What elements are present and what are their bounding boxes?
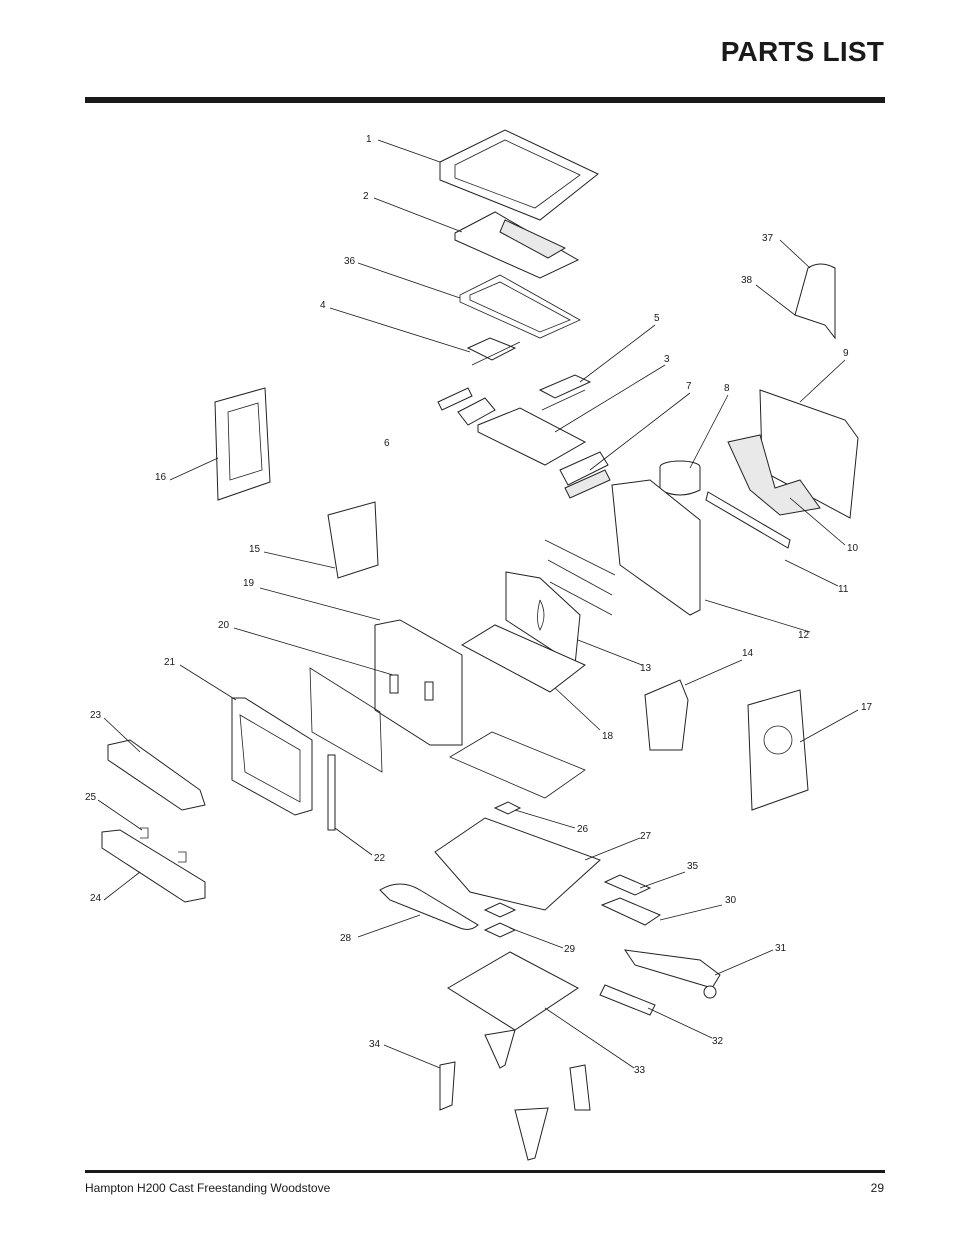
part-37-38-outlet bbox=[794, 263, 836, 340]
part-12-firebox bbox=[611, 479, 701, 616]
part-8-flue-collar bbox=[659, 460, 701, 496]
callout-25: 25 bbox=[85, 792, 97, 803]
part-35-gasket bbox=[603, 874, 652, 896]
callout-31: 31 bbox=[775, 943, 787, 954]
footer-page-number: 29 bbox=[870, 1181, 884, 1195]
callout-28: 28 bbox=[340, 933, 352, 944]
callout-27: 27 bbox=[640, 831, 652, 842]
callout-15: 15 bbox=[249, 544, 261, 555]
callout-38: 38 bbox=[741, 275, 753, 286]
part-32-spring bbox=[599, 984, 656, 1016]
part-36-gasket bbox=[459, 274, 581, 339]
callout-14: 14 bbox=[742, 648, 754, 659]
callout-18: 18 bbox=[602, 731, 614, 742]
part-6-bracket bbox=[437, 387, 496, 426]
callout-10: 10 bbox=[847, 543, 859, 554]
part-18-firebrick-floor bbox=[460, 624, 586, 693]
callout-5: 5 bbox=[654, 313, 660, 324]
part-3-firebox-top bbox=[477, 407, 587, 466]
part-21-door bbox=[231, 697, 313, 816]
callout-2: 2 bbox=[363, 191, 369, 202]
part-25-clips bbox=[140, 827, 187, 863]
callout-32: 32 bbox=[712, 1036, 724, 1047]
callout-22: 22 bbox=[374, 853, 386, 864]
callout-29: 29 bbox=[564, 944, 576, 955]
part-24-ash-lip bbox=[101, 829, 206, 903]
callout-20: 20 bbox=[218, 620, 230, 631]
callout-21: 21 bbox=[164, 657, 176, 668]
part-5-tube bbox=[538, 374, 592, 411]
part-firebrick-side bbox=[544, 539, 616, 616]
part-34-legs bbox=[439, 1029, 591, 1161]
callout-26: 26 bbox=[577, 824, 589, 835]
part-2-baffle bbox=[454, 211, 580, 279]
part-29-gasket bbox=[483, 902, 517, 938]
callout-30: 30 bbox=[725, 895, 737, 906]
callout-11: 11 bbox=[838, 584, 849, 595]
exploded-parts-diagram: 1 2 3 4 5 6 7 8 9 10 11 12 13 14 15 16 1… bbox=[0, 120, 954, 1170]
callout-7: 7 bbox=[686, 381, 692, 392]
callout-24: 24 bbox=[90, 893, 102, 904]
part-gasket-lower bbox=[449, 731, 586, 799]
callout-37: 37 bbox=[762, 233, 774, 244]
part-19-front-frame bbox=[374, 619, 463, 746]
part-27-bottom-plate bbox=[434, 817, 601, 911]
callout-23: 23 bbox=[90, 710, 102, 721]
callout-16: 16 bbox=[155, 472, 167, 483]
part-31-thermostat bbox=[623, 949, 721, 999]
part-33-pedestal bbox=[447, 951, 579, 1031]
callout-12: 12 bbox=[798, 630, 810, 641]
callout-17: 17 bbox=[861, 702, 873, 713]
part-7-manifold bbox=[559, 451, 611, 499]
callout-33: 33 bbox=[634, 1065, 646, 1076]
page-title: PARTS LIST bbox=[720, 36, 884, 67]
callout-34: 34 bbox=[369, 1039, 381, 1050]
part-20-air-slider bbox=[389, 674, 434, 701]
part-4-bracket bbox=[466, 337, 521, 366]
callout-9: 9 bbox=[843, 348, 849, 359]
callout-labels: 1 2 3 4 5 6 7 8 9 10 11 12 13 14 15 16 1… bbox=[85, 134, 873, 1076]
part-23-trim bbox=[107, 739, 206, 811]
part-13-firebrick-back bbox=[505, 571, 581, 666]
part-22-hinge bbox=[327, 754, 336, 831]
footer-document-title: Hampton H200 Cast Freestanding Woodstove bbox=[85, 1181, 331, 1195]
callout-19: 19 bbox=[243, 578, 255, 589]
footer-rule bbox=[85, 1170, 885, 1173]
part-10-heat-exchanger bbox=[727, 434, 821, 516]
part-16-side-panel bbox=[214, 387, 271, 501]
callout-13: 13 bbox=[640, 663, 652, 674]
leader-lines bbox=[97, 139, 859, 1069]
part-1-top-plate bbox=[439, 129, 599, 221]
callout-35: 35 bbox=[687, 861, 699, 872]
part-15-side-shield bbox=[327, 501, 379, 579]
part-11-rod bbox=[705, 491, 791, 549]
callout-8: 8 bbox=[724, 383, 730, 394]
part-14-side-shield bbox=[644, 679, 689, 751]
part-17-side-panel bbox=[747, 689, 809, 811]
callout-3: 3 bbox=[664, 354, 670, 365]
part-28-ash-lip bbox=[379, 883, 479, 930]
callout-36: 36 bbox=[344, 256, 356, 267]
callout-4: 4 bbox=[320, 300, 326, 311]
title-rule bbox=[85, 97, 885, 103]
part-30-cover bbox=[600, 897, 662, 926]
callout-1: 1 bbox=[366, 134, 372, 145]
callout-6: 6 bbox=[384, 438, 390, 449]
part-glass bbox=[309, 667, 383, 773]
part-26-plate bbox=[493, 801, 522, 815]
